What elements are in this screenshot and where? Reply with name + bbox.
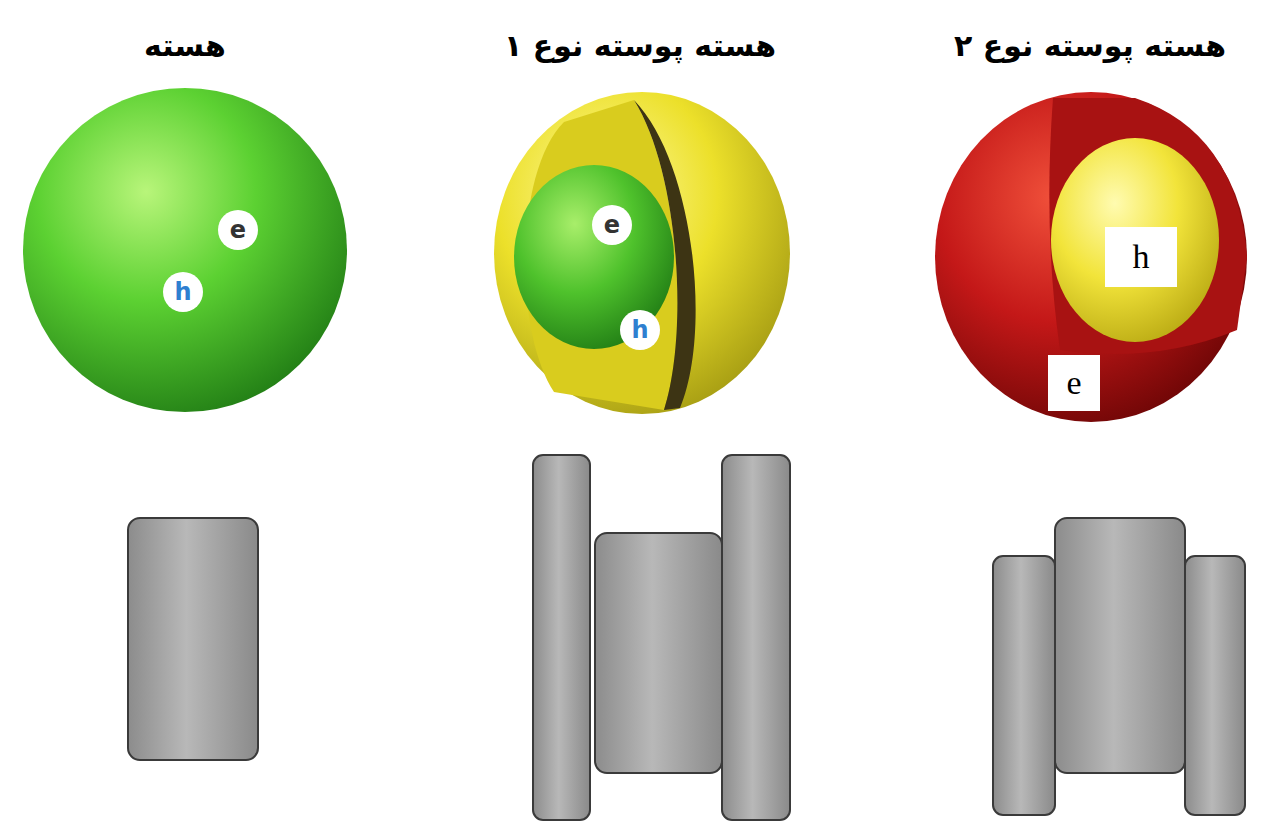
- sphere-outline: [494, 92, 790, 414]
- band-level: [722, 455, 790, 820]
- shell-cut-face: [1049, 98, 1247, 354]
- core-sphere: [23, 88, 347, 412]
- core-sphere: [1051, 138, 1219, 342]
- nanocrystal-node: هستهeh: [23, 88, 347, 412]
- carrier-label: h: [620, 310, 660, 350]
- band-level: [1185, 556, 1245, 815]
- core-sphere: [514, 165, 674, 349]
- carrier-label: h: [163, 272, 203, 312]
- band-level: [1055, 518, 1185, 773]
- node-heading: هسته پوسته نوع ۲: [870, 22, 1281, 68]
- carrier-label: e: [1048, 355, 1100, 411]
- sphere-outline: [23, 88, 347, 412]
- cut-edge: [634, 100, 696, 410]
- carrier-label: h: [1105, 227, 1177, 287]
- shell-sphere: [935, 92, 1247, 422]
- shell-sphere: [494, 92, 790, 414]
- band-level: [533, 455, 590, 820]
- carrier-label: e: [218, 210, 258, 250]
- node-heading: هسته: [0, 22, 405, 68]
- band-level: [595, 533, 722, 773]
- band-level: [993, 556, 1055, 815]
- band-level: [128, 518, 258, 760]
- nanocrystal-node: هسته پوسته نوع ۱eh: [494, 92, 790, 414]
- carrier-label: e: [592, 205, 632, 245]
- nanocrystal-node: هسته پوسته نوع ۲he: [935, 92, 1247, 422]
- node-heading: هسته پوسته نوع ۱: [420, 22, 860, 68]
